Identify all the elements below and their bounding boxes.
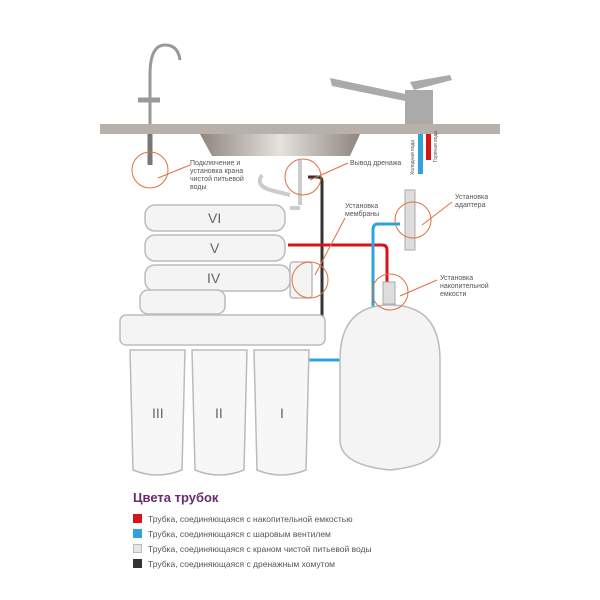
black-swatch (133, 559, 142, 568)
clean-water-pipe (257, 160, 302, 210)
sink-bowl (200, 134, 360, 156)
stage-iv: IV (207, 270, 221, 286)
legend-item-blue: Трубка, соединяющаяся с шаровым вентилем (133, 526, 372, 541)
stage-v: V (210, 240, 220, 256)
mixer-faucet (330, 75, 452, 124)
legend-label: Трубка, соединяющаяся с шаровым вентилем (148, 528, 331, 539)
filter-stages-upper (139, 204, 313, 315)
tank-valve (382, 281, 396, 305)
legend-item-black: Трубка, соединяющаяся с дренажным хомуто… (133, 556, 372, 571)
legend-label: Трубка, соединяющаяся с краном чистой пи… (148, 543, 372, 554)
legend-item-red: Трубка, соединяющаяся с накопительной ем… (133, 511, 372, 526)
cold-water-pipe (418, 134, 423, 174)
legend-item-white: Трубка, соединяющаяся с краном чистой пи… (133, 541, 372, 556)
blue-swatch (133, 529, 142, 538)
legend: Цвета трубок Трубка, соединяющаяся с нак… (133, 490, 372, 571)
red-pipe (288, 243, 389, 282)
stage-vi: VI (208, 210, 221, 226)
white-swatch (133, 544, 142, 553)
base-plate (119, 314, 326, 346)
red-swatch (133, 514, 142, 523)
legend-label: Трубка, соединяющаяся с накопительной ем… (148, 513, 353, 524)
hot-water-label: Горячая вода (433, 131, 439, 162)
stage-ii: II (215, 405, 223, 421)
drinking-water-faucet (138, 43, 182, 165)
stage-i: I (280, 405, 284, 421)
stage-iii: III (152, 405, 164, 421)
storage-tank (339, 304, 441, 471)
hot-water-pipe (426, 134, 431, 160)
callouts (131, 151, 453, 311)
drain-pipe (300, 175, 324, 324)
countertop (100, 124, 500, 134)
label-drain-outlet: Вывод дренажа (350, 160, 401, 167)
cold-water-label: Холодная вода (410, 140, 416, 175)
legend-label: Трубка, соединяющаяся с дренажным хомуто… (148, 558, 336, 569)
legend-title: Цвета трубок (133, 490, 219, 505)
adapter (404, 189, 416, 251)
filter-housings (129, 349, 310, 476)
